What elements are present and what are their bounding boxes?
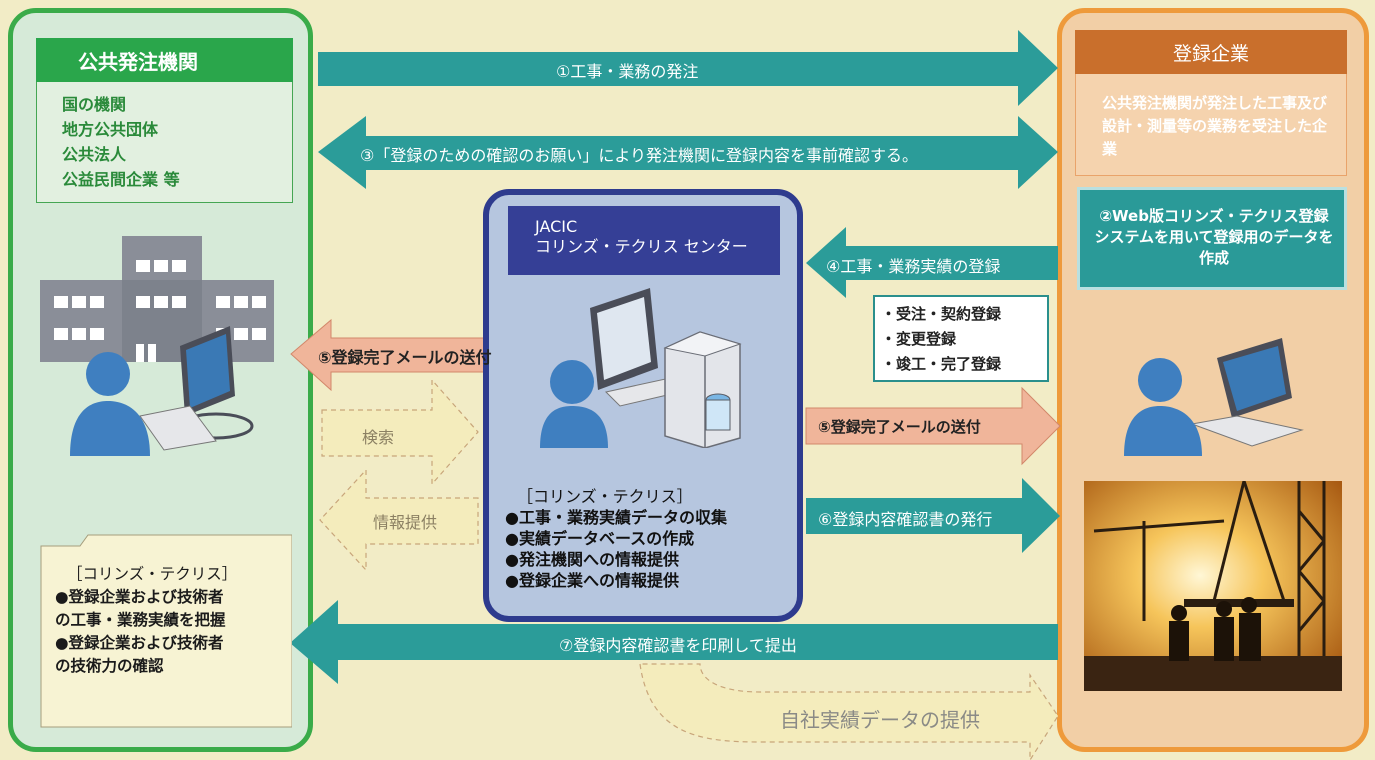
arrow-search (321, 378, 479, 486)
registration-type: ・受注・契約登録 (881, 305, 1002, 323)
arrow-confirm (318, 116, 1058, 189)
arrow-info-label: 情報提供 (373, 513, 438, 532)
arrow-register (806, 227, 1058, 298)
folder-icon (40, 534, 292, 728)
center-function: ●実績データベースの作成 (505, 529, 695, 548)
arrow-submit (290, 600, 1058, 684)
agency-item: 地方公共団体 (62, 120, 159, 139)
registration-type: ・変更登録 (881, 330, 957, 348)
folder-text: ［コリンズ・テクリス］ ●登録企業および技術者 の工事・業務実績を把握 ●登録企… (55, 563, 237, 678)
laptop-user-icon (1124, 338, 1304, 456)
company-title: 登録企業 (1075, 30, 1347, 74)
registration-type: ・竣工・完了登録 (881, 355, 1002, 373)
server-computer-icon (540, 288, 742, 448)
folder-line: の工事・業務実績を把握 (55, 611, 226, 629)
agency-list: 国の機関 地方公共団体 公共法人 公益民間企業 等 (62, 92, 180, 192)
jacic-name: JACIC (535, 217, 578, 236)
arrow-own-data (639, 663, 1059, 760)
folder-line: ［コリンズ・テクリス］ (67, 565, 238, 583)
agency-title: 公共発注機関 (36, 38, 293, 82)
arrow-issue-label: ⑥登録内容確認書の発行 (818, 510, 993, 529)
center-function: ［コリンズ・テクリス］ (517, 487, 693, 506)
arrow-register-label: ④工事・業務実績の登録 (826, 257, 1001, 276)
arrow-own-data-label: 自社実績データの提供 (780, 708, 980, 732)
folder-line: ●登録企業および技術者 (55, 588, 224, 606)
agency-item: 公共法人 (62, 145, 127, 164)
arrow-mail-agency-label: ⑤登録完了メールの送付 (318, 348, 492, 367)
center-function: ●登録企業への情報提供 (505, 571, 679, 590)
construction-photo (1084, 481, 1342, 691)
registration-types-box: ・受注・契約登録 ・変更登録 ・竣工・完了登録 (873, 295, 1049, 382)
arrow-order-label: ①工事・業務の発注 (556, 62, 699, 81)
jacic-title: JACIC コリンズ・テクリス センター (508, 206, 780, 275)
arrow-submit-label: ⑦登録内容確認書を印刷して提出 (559, 636, 797, 655)
web-system-box: ②Web版コリンズ・テクリス登録システムを用いて登録用のデータを作成 (1077, 187, 1347, 290)
government-building-icon (40, 236, 274, 456)
center-function: ●工事・業務実績データの収集 (505, 508, 727, 527)
arrow-info (319, 468, 479, 572)
jacic-center-name: コリンズ・テクリス センター (535, 237, 748, 256)
arrow-search-label: 検索 (362, 428, 395, 447)
arrow-mail-company-label: ⑤登録完了メールの送付 (818, 418, 981, 436)
folder-line: の技術力の確認 (55, 657, 164, 675)
folder-line: ●登録企業および技術者 (55, 634, 224, 652)
arrow-order (318, 30, 1058, 106)
company-description: 公共発注機関が発注した工事及び設計・測量等の業務を受注した企業 (1102, 94, 1328, 158)
arrow-issue (806, 478, 1060, 553)
agency-item: 公益民間企業 等 (62, 170, 180, 189)
arrow-mail-company (805, 386, 1061, 466)
arrow-confirm-label: ③「登録のための確認のお願い」により発注機関に登録内容を事前確認する。 (360, 146, 919, 165)
center-function: ●発注機関への情報提供 (505, 550, 679, 569)
agency-item: 国の機関 (62, 95, 127, 114)
center-function-list: ［コリンズ・テクリス］ ●工事・業務実績データの収集 ●実績データベースの作成 … (505, 486, 727, 591)
